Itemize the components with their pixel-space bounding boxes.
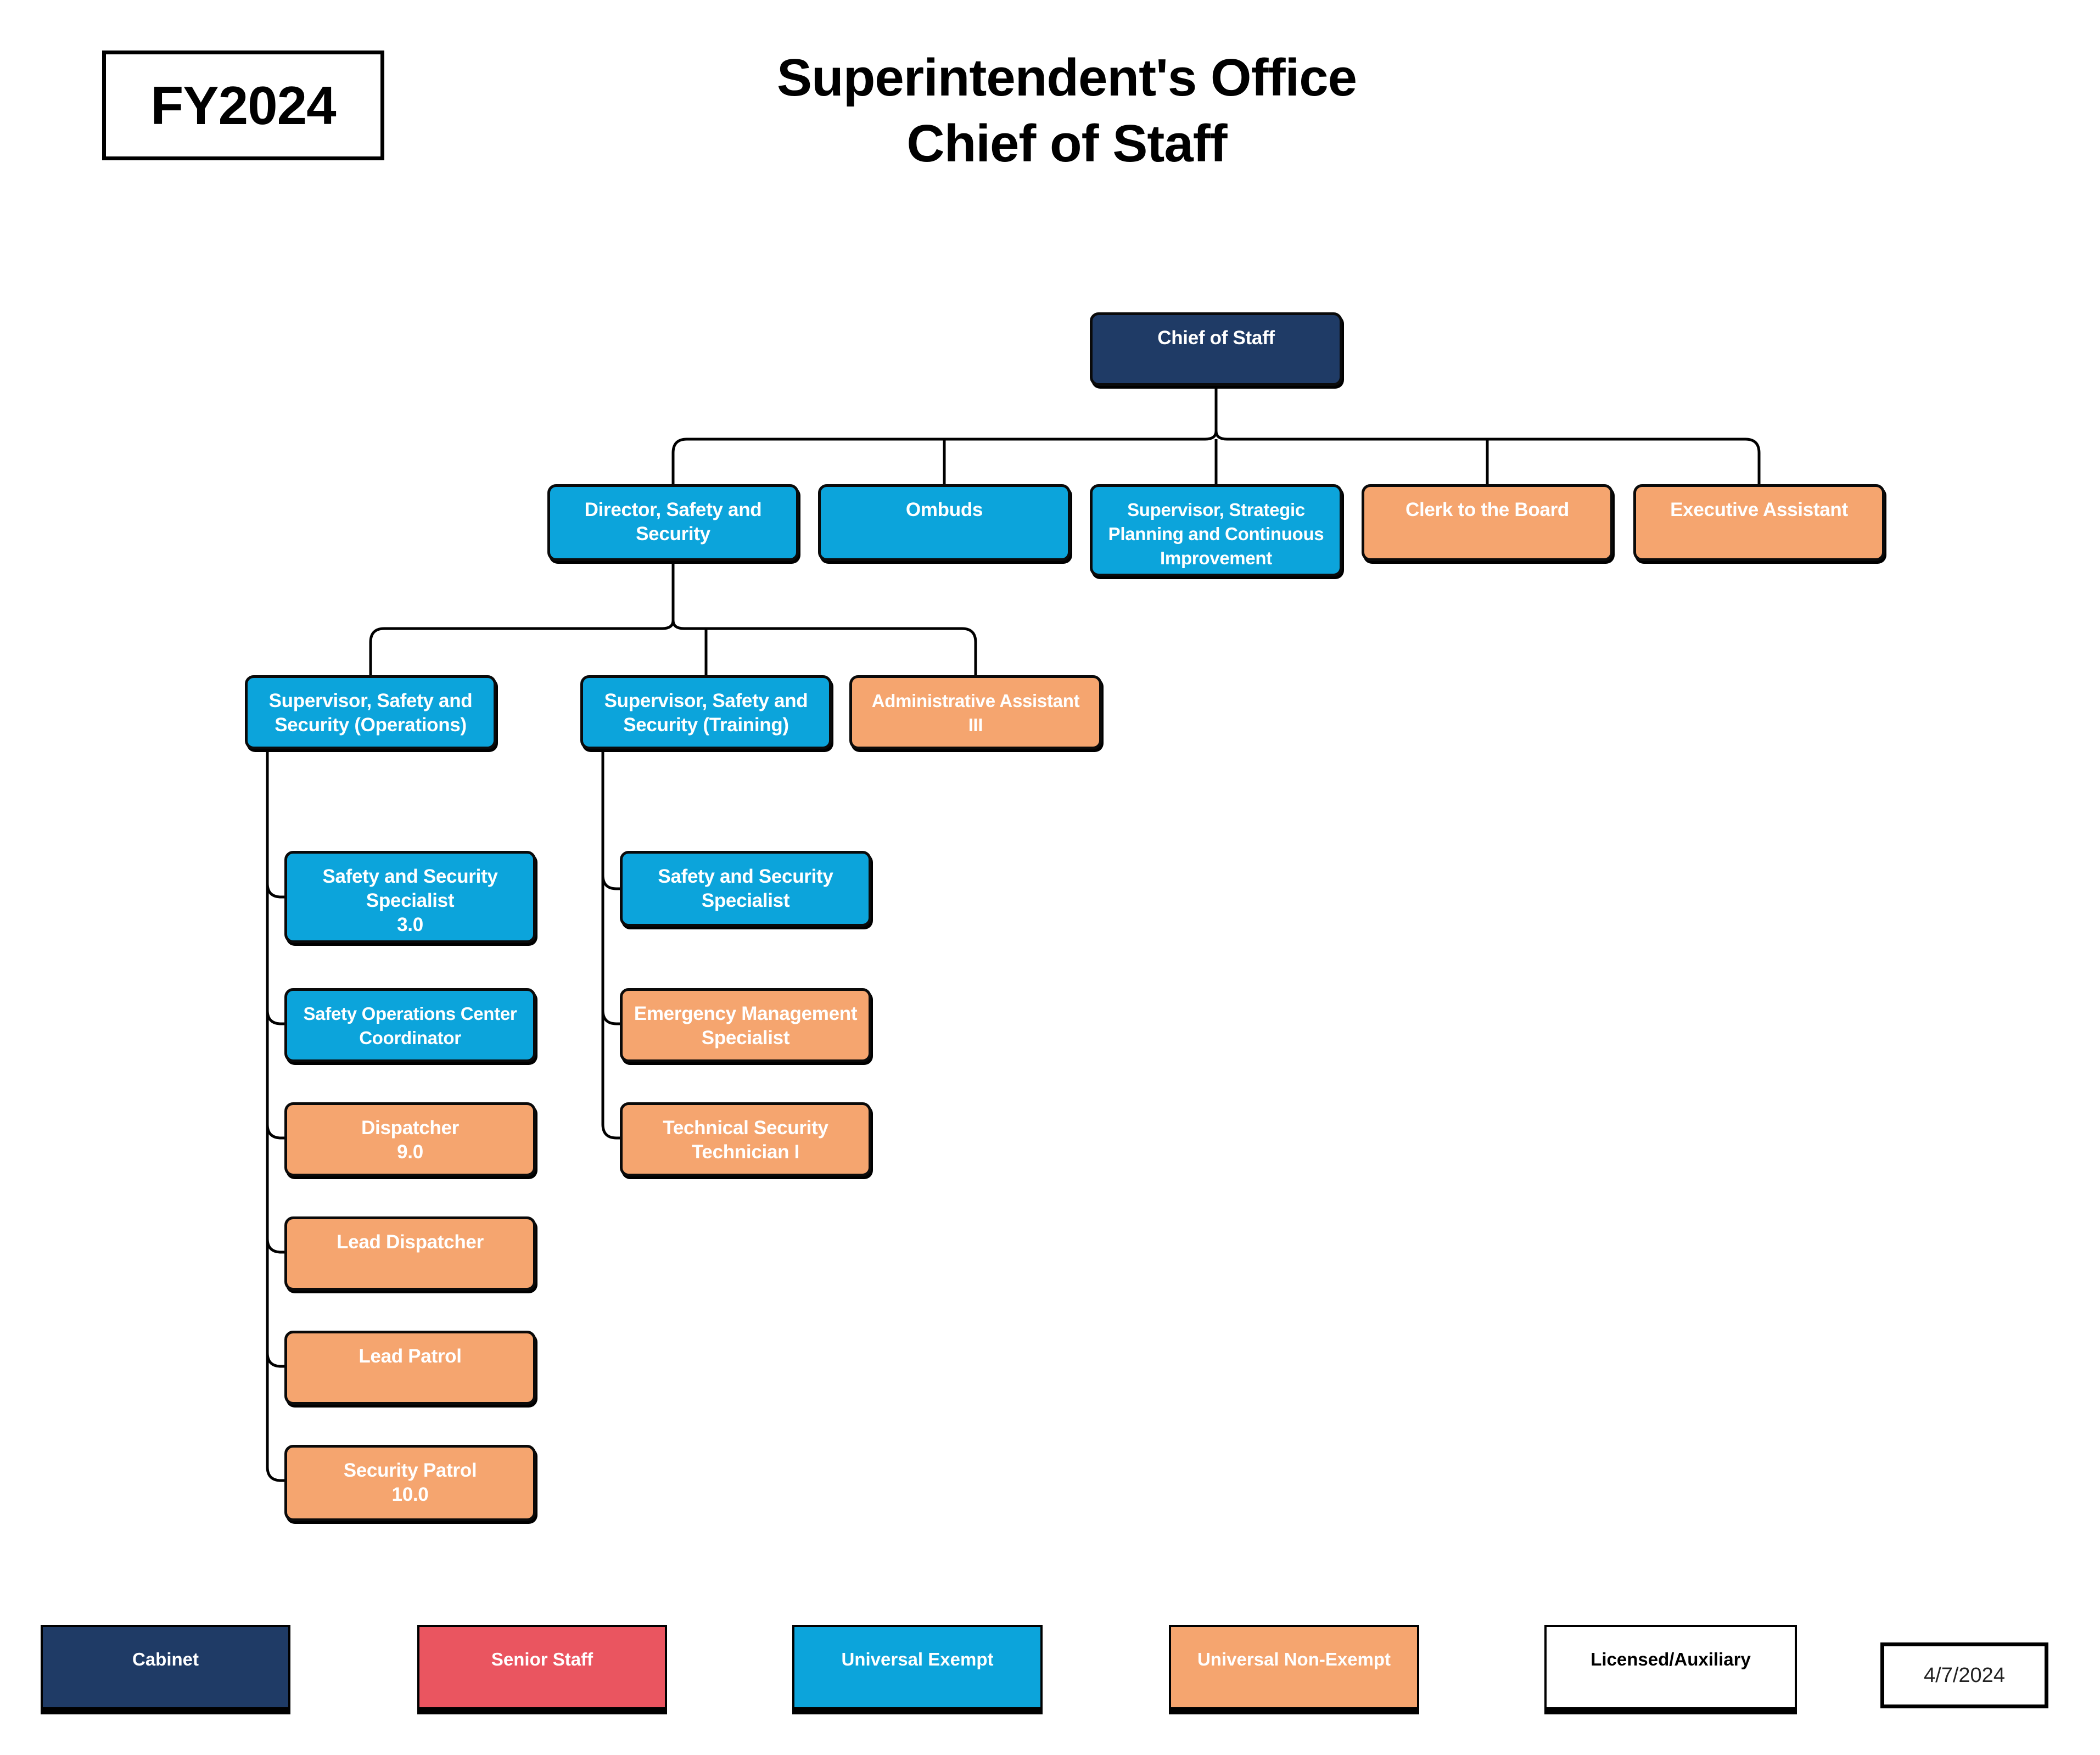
legend-label: Cabinet bbox=[132, 1649, 199, 1669]
org-node-chief-of-staff: Chief of Staff bbox=[1090, 312, 1342, 386]
org-node-administrative-assistant-iii: Administrative Assistant III bbox=[849, 675, 1102, 749]
node-label: Administrative Assistant III bbox=[871, 691, 1080, 735]
node-label: Lead Dispatcher bbox=[337, 1231, 484, 1253]
org-node-ombuds: Ombuds bbox=[818, 484, 1071, 561]
legend-item-senior-staff: Senior Staff bbox=[417, 1625, 667, 1714]
page-title: Superintendent's Office Chief of Staff bbox=[573, 45, 1561, 177]
connector-ops-trunk bbox=[266, 749, 285, 1482]
org-node-technical-security-technician-i: Technical Security Technician I bbox=[620, 1102, 871, 1176]
connector-l2-rail-left bbox=[671, 430, 1218, 484]
org-node-supervisor-safety-security-operations: Supervisor, Safety and Security (Operati… bbox=[245, 675, 496, 749]
node-label: Technical Security Technician I bbox=[663, 1117, 828, 1163]
fiscal-year-box: FY2024 bbox=[102, 51, 384, 160]
date-box: 4/7/2024 bbox=[1880, 1642, 2048, 1708]
node-label: Executive Assistant bbox=[1670, 499, 1848, 520]
node-label: Supervisor, Safety and Security (Trainin… bbox=[604, 690, 808, 736]
node-label: Security Patrol 10.0 bbox=[343, 1460, 477, 1505]
org-node-director-safety-and-security: Director, Safety and Security bbox=[547, 484, 799, 561]
legend-label: Senior Staff bbox=[491, 1649, 593, 1669]
org-node-safety-security-specialist: Safety and Security Specialist bbox=[620, 851, 871, 927]
legend-item-universal-non-exempt: Universal Non-Exempt bbox=[1169, 1625, 1419, 1714]
org-node-executive-assistant: Executive Assistant bbox=[1633, 484, 1885, 561]
legend-label: Licensed/Auxiliary bbox=[1591, 1649, 1751, 1669]
legend-label: Universal Exempt bbox=[841, 1649, 994, 1669]
page-title-line1: Superintendent's Office bbox=[777, 48, 1357, 107]
node-label: Ombuds bbox=[905, 499, 983, 520]
org-node-safety-operations-center-coordinator: Safety Operations Center Coordinator bbox=[284, 988, 536, 1062]
connector-l3-rail-left bbox=[369, 620, 675, 675]
node-label: Supervisor, Safety and Security (Operati… bbox=[268, 690, 473, 736]
legend-item-licensed-auxiliary: Licensed/Auxiliary bbox=[1544, 1625, 1797, 1714]
connector-ops-elbow-dispatcher bbox=[266, 1124, 285, 1140]
date-label: 4/7/2024 bbox=[1924, 1663, 2005, 1687]
node-label: Supervisor, Strategic Planning and Conti… bbox=[1108, 500, 1324, 568]
org-node-dispatcher-9: Dispatcher 9.0 bbox=[284, 1102, 536, 1176]
node-label: Emergency Management Specialist bbox=[634, 1003, 858, 1048]
org-node-lead-patrol: Lead Patrol bbox=[284, 1331, 536, 1405]
org-node-emergency-management-specialist: Emergency Management Specialist bbox=[620, 988, 871, 1062]
connector-training-elbow-ems bbox=[601, 1010, 621, 1025]
node-label: Lead Patrol bbox=[359, 1345, 462, 1367]
page-title-line2: Chief of Staff bbox=[906, 114, 1227, 173]
org-node-security-patrol-10: Security Patrol 10.0 bbox=[284, 1445, 536, 1521]
legend-label: Universal Non-Exempt bbox=[1197, 1649, 1391, 1669]
org-node-supervisor-safety-security-training: Supervisor, Safety and Security (Trainin… bbox=[580, 675, 832, 749]
org-node-supervisor-strategic-planning: Supervisor, Strategic Planning and Conti… bbox=[1090, 484, 1342, 576]
connector-l2-rail-right bbox=[1214, 430, 1761, 484]
node-label: Dispatcher 9.0 bbox=[361, 1117, 459, 1163]
connector-l3-rail-right bbox=[671, 620, 977, 675]
node-label: Safety and Security Specialist 3.0 bbox=[322, 866, 498, 935]
org-node-lead-dispatcher: Lead Dispatcher bbox=[284, 1216, 536, 1291]
legend-item-cabinet: Cabinet bbox=[41, 1625, 290, 1714]
node-label: Chief of Staff bbox=[1157, 327, 1275, 349]
fiscal-year-label: FY2024 bbox=[150, 75, 336, 136]
legend-item-universal-exempt: Universal Exempt bbox=[792, 1625, 1043, 1714]
node-label: Clerk to the Board bbox=[1405, 499, 1569, 520]
connector-ops-elbow-leadpatrol bbox=[266, 1352, 285, 1368]
org-node-clerk-to-the-board: Clerk to the Board bbox=[1362, 484, 1613, 561]
node-label: Safety and Security Specialist bbox=[658, 866, 833, 911]
connector-training-elbow-sss bbox=[601, 874, 621, 890]
org-node-safety-security-specialist-3: Safety and Security Specialist 3.0 bbox=[284, 851, 536, 943]
connector-ops-elbow-sss30 bbox=[266, 883, 285, 899]
node-label: Safety Operations Center Coordinator bbox=[303, 1003, 517, 1048]
connector-training-trunk bbox=[601, 749, 621, 1140]
node-label: Director, Safety and Security bbox=[584, 499, 762, 545]
connector-ops-elbow-leaddisp bbox=[266, 1238, 285, 1254]
connector-ops-elbow-socc bbox=[266, 1010, 285, 1025]
